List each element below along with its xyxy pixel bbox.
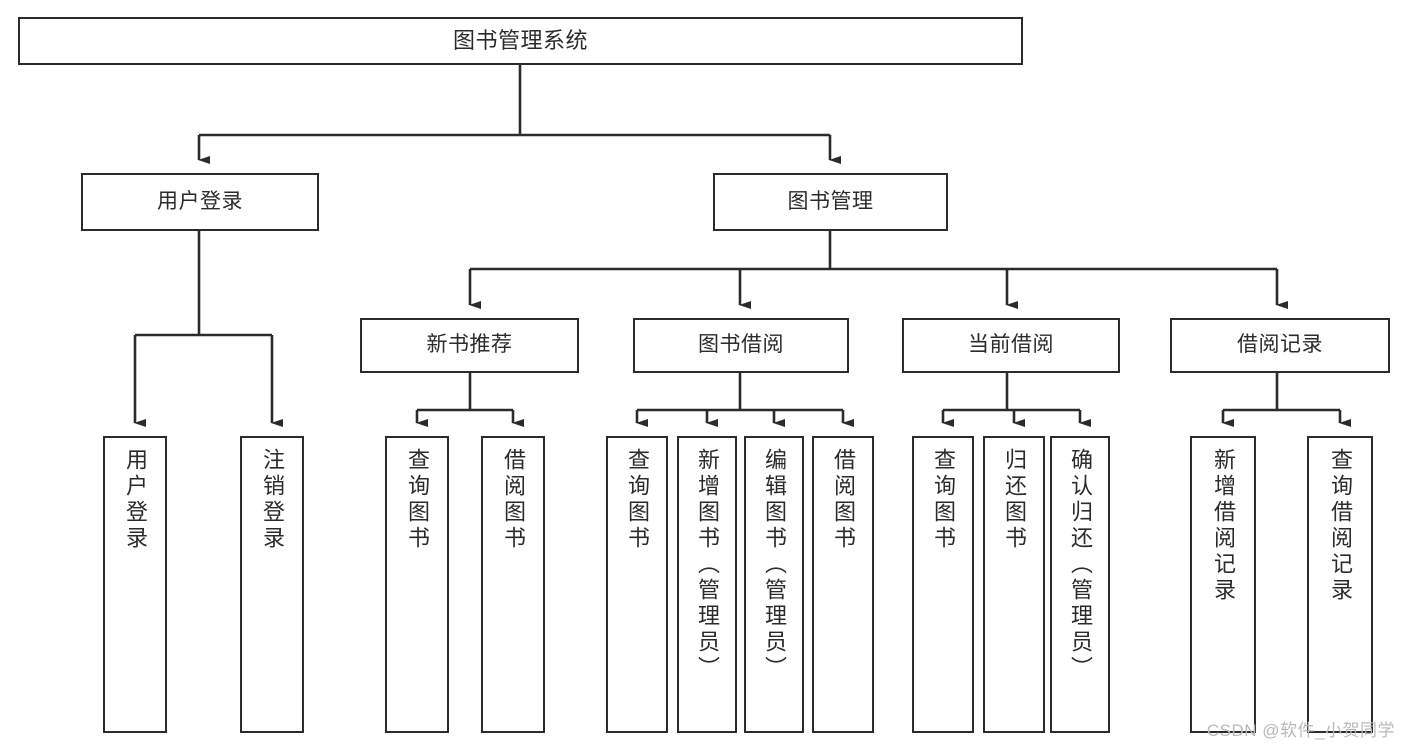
node-new-book-rec[interactable]: 新书推荐 xyxy=(360,318,579,373)
node-label: 新书推荐 xyxy=(426,333,513,357)
node-leaf-query-book-1[interactable]: 查询图书 xyxy=(385,436,449,733)
node-label: 查询图书 xyxy=(931,448,956,552)
node-label: 借阅图书 xyxy=(501,448,526,552)
node-label: 注销登录 xyxy=(260,448,285,552)
node-leaf-query-record[interactable]: 查询借阅记录 xyxy=(1307,436,1373,733)
node-book-borrow[interactable]: 图书借阅 xyxy=(633,318,849,373)
node-leaf-logout[interactable]: 注销登录 xyxy=(240,436,304,733)
node-label: 借阅记录 xyxy=(1237,333,1323,357)
node-leaf-add-record[interactable]: 新增借阅记录 xyxy=(1190,436,1256,733)
node-leaf-return-book[interactable]: 归还图书 xyxy=(983,436,1045,733)
node-label: 当前借阅 xyxy=(968,333,1054,357)
node-user-login[interactable]: 用户登录 xyxy=(81,173,319,231)
node-book-manage[interactable]: 图书管理 xyxy=(713,173,948,231)
node-leaf-borrow-book-2[interactable]: 借阅图书 xyxy=(812,436,874,733)
node-leaf-borrow-book-1[interactable]: 借阅图书 xyxy=(481,436,545,733)
node-label: 图书借阅 xyxy=(698,333,784,357)
node-borrow-record[interactable]: 借阅记录 xyxy=(1170,318,1390,373)
node-label: 图书管理系统 xyxy=(452,28,588,54)
node-label: 用户登录 xyxy=(157,189,243,213)
node-leaf-edit-book[interactable]: 编辑图书（管理员） xyxy=(744,436,804,733)
node-label: 用户登录 xyxy=(123,448,148,552)
node-label: 归还图书 xyxy=(1002,448,1027,552)
node-leaf-user-login[interactable]: 用户登录 xyxy=(103,436,167,733)
node-root[interactable]: 图书管理系统 xyxy=(18,17,1023,65)
node-label: 图书管理 xyxy=(787,189,874,213)
node-label: 确认归还（管理员） xyxy=(1068,448,1093,682)
node-leaf-add-book[interactable]: 新增图书（管理员） xyxy=(677,436,737,733)
node-label: 查询图书 xyxy=(405,448,430,552)
node-label: 查询借阅记录 xyxy=(1328,448,1353,604)
node-label: 新增图书（管理员） xyxy=(695,448,720,682)
node-current-borrow[interactable]: 当前借阅 xyxy=(902,318,1120,373)
node-label: 新增借阅记录 xyxy=(1211,448,1236,604)
node-label: 编辑图书（管理员） xyxy=(762,448,787,682)
node-label: 查询图书 xyxy=(625,448,650,552)
node-label: 借阅图书 xyxy=(831,448,856,552)
node-leaf-query-book-2[interactable]: 查询图书 xyxy=(606,436,668,733)
node-leaf-confirm-return[interactable]: 确认归还（管理员） xyxy=(1050,436,1110,733)
watermark: CSDN @软件_小贺同学 xyxy=(1206,721,1395,740)
node-leaf-query-book-3[interactable]: 查询图书 xyxy=(912,436,974,733)
